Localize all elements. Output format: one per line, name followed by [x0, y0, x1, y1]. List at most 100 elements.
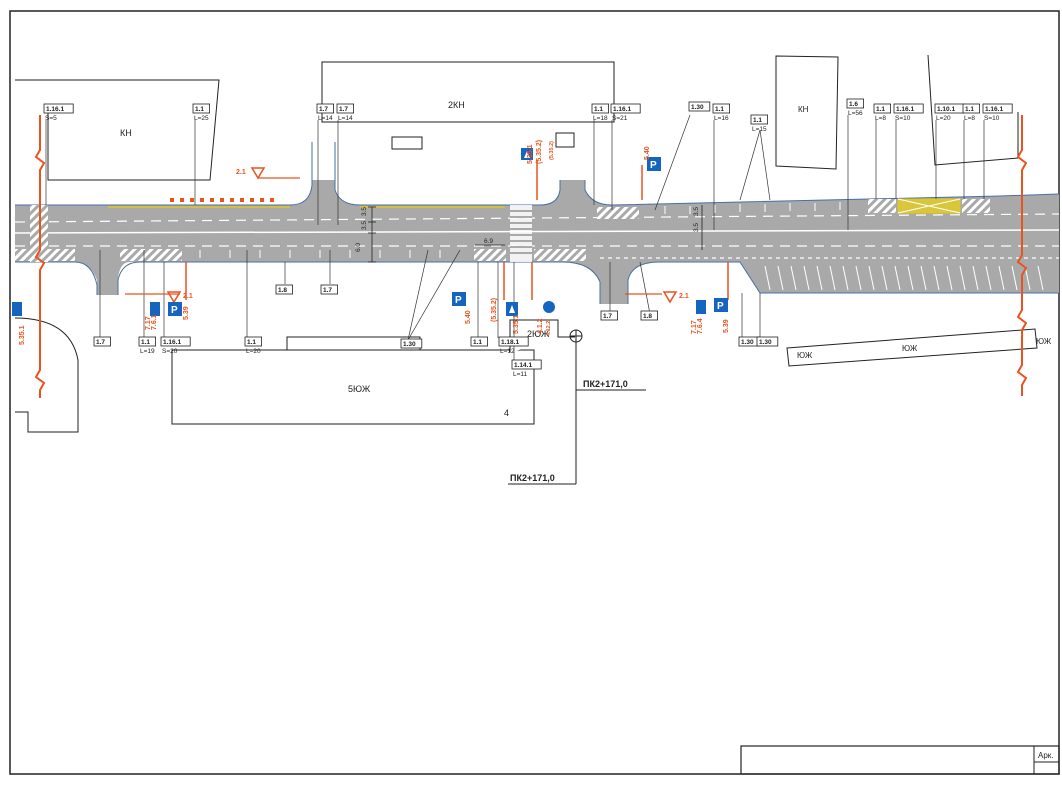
direction-sign-icon	[543, 301, 555, 313]
lane-markings	[14, 213, 1060, 259]
building-kn-center: 2КН	[448, 100, 465, 110]
road-surface	[15, 180, 1059, 304]
marking-label-top-code: 1.7	[339, 106, 348, 113]
marking-label-top-code: 1.7	[319, 106, 328, 113]
marking-label-bottom-code: 1.30	[403, 341, 416, 348]
marking-label-bottom-box	[160, 336, 191, 347]
marking-label-top-box	[873, 103, 892, 114]
marking-label-bottom-box	[244, 336, 263, 347]
marking-label-bottom-box	[600, 310, 619, 321]
marking-label-bottom-code: 1.7	[323, 287, 332, 294]
sign-label-539-right: 5.39	[723, 319, 730, 333]
marking-label-top-box	[712, 103, 731, 114]
marking-label-top-box	[962, 103, 981, 114]
parking-plate-icon	[150, 302, 160, 316]
parking-sign-icon	[647, 157, 661, 171]
marking-label-top-box	[316, 103, 335, 114]
marking-label-bottom-box	[138, 336, 157, 347]
marking-label-top-code: 1.6	[849, 101, 858, 108]
sign-label-yield-top: 2.1	[236, 169, 246, 176]
marking-label-top-box	[893, 103, 924, 114]
dim-label-3: 6.0	[355, 243, 362, 252]
marking-label-top-box	[43, 103, 74, 114]
marking-label-top-sub: L=56	[848, 110, 863, 117]
marking-label-top-sub: L=8	[875, 115, 886, 122]
sign-label-5352: (5.35.2)	[536, 140, 543, 164]
sign-label-540-top: 5.40	[644, 146, 651, 160]
marking-label-bottom-code: 1.30	[741, 339, 754, 346]
dim-label-2: 3.5	[361, 221, 368, 230]
boundary-lines	[34, 115, 1028, 398]
sign-label-717b: 7.17	[691, 320, 698, 334]
marking-label-top-sub: L=18	[593, 115, 608, 122]
station-label-lower: ПК2+171,0	[510, 473, 555, 483]
sign-label-yield-left: 2.1	[183, 293, 193, 300]
marking-label-top-sub: S=21	[612, 115, 628, 122]
marking-label-top-sub: L=16	[714, 115, 729, 122]
marking-label-top-code: 1.1	[965, 106, 974, 113]
marking-label-top-sub: S=5	[45, 115, 57, 122]
marking-label-bottom-box	[640, 310, 659, 321]
title-block-corner-label: Арк.	[1038, 751, 1054, 760]
marking-label-top-code: 1.16.1	[985, 106, 1003, 113]
sign-label-5351-left: 5.35.1	[19, 325, 26, 345]
marking-label-bottom-box	[511, 359, 542, 370]
marking-label-top-sub: S=10	[895, 115, 911, 122]
parking-sign-icon	[452, 292, 466, 306]
marking-label-top-box	[846, 98, 865, 109]
marking-label-top-box	[610, 103, 641, 114]
marking-label-top-box	[591, 103, 610, 114]
marking-label-top-code: 1.10.1	[937, 106, 955, 113]
building-kn-left: КН	[120, 128, 132, 138]
marking-label-bottom-code: 1.7	[96, 339, 105, 346]
marking-label-top-code: 1.30	[691, 104, 704, 111]
building-kn-right: КН	[798, 105, 809, 114]
marking-label-bottom-code: 1.8	[643, 313, 652, 320]
marking-label-bottom-code: 1.14.1	[514, 362, 532, 369]
dim-label-6: 3.5	[693, 223, 700, 232]
dim-label-5: 3.5	[693, 207, 700, 216]
marking-label-top-code: 1.16.1	[896, 106, 914, 113]
sign-label-5351: 5.35.1	[527, 144, 534, 164]
svg-text:P: P	[650, 160, 657, 171]
marking-label-top-sub: L=15	[752, 126, 767, 133]
marking-label-top-sub: L=20	[936, 115, 951, 122]
hatched-islands	[15, 198, 990, 261]
station-marker	[508, 329, 646, 485]
parking-sign-icon	[168, 302, 182, 316]
sign-graphics: P P P P	[12, 148, 729, 316]
building-yuzh-right-b: ЮЖ	[902, 344, 918, 353]
marking-label-bottom-box	[756, 336, 779, 347]
marking-label-bottom-code: 1.16.1	[163, 339, 181, 346]
marking-label-bottom-sub: L=20	[246, 348, 261, 355]
yield-triangle-icon	[250, 167, 266, 180]
sign-label-5352b: (5.35.2)	[549, 141, 555, 160]
marking-labels-top: 1.16.1S=51.1L=251.7L=141.7L=141.1L=181.1…	[43, 98, 1013, 133]
marking-label-top-sub: L=8	[964, 115, 975, 122]
marking-label-bottom-code: 1.18.1	[501, 339, 519, 346]
title-block: Арк.	[740, 745, 1060, 775]
marking-label-bottom-code: 1.7	[603, 313, 612, 320]
marking-label-bottom-box	[470, 336, 489, 347]
marking-label-bottom-box	[498, 336, 529, 347]
svg-text:P: P	[455, 295, 462, 306]
parking-plate-icon	[696, 300, 706, 314]
station-label-upper: ПК2+171,0	[583, 379, 628, 389]
marking-label-top-sub: L=14	[338, 115, 353, 122]
svg-text:P: P	[171, 305, 178, 316]
marking-label-top-code: 1.1	[195, 106, 204, 113]
sign-label-539-left: 5.39	[183, 306, 190, 320]
marking-label-bottom-code: 1.8	[278, 287, 287, 294]
svg-text:P: P	[717, 301, 724, 312]
sign-label-412: 4.1.2	[537, 318, 544, 334]
yield-triangle-icon	[166, 291, 182, 304]
marking-label-bottom-code: 1.1	[473, 339, 482, 346]
dim-label-4: 6.9	[484, 238, 493, 245]
marking-label-top-sub: L=25	[194, 115, 209, 122]
marking-label-bottom-code: 1.1	[247, 339, 256, 346]
top-ticks	[199, 202, 841, 258]
marking-label-top-code: 1.1	[715, 106, 724, 113]
yield-triangle-icon	[662, 291, 678, 304]
dim-label-1: 3.5	[361, 207, 368, 216]
